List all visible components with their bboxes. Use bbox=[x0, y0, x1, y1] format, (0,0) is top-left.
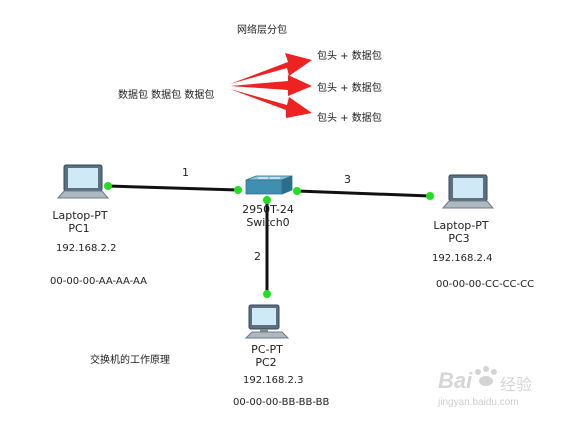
port-pc1 bbox=[104, 182, 112, 190]
laptop-icon-pc3[interactable] bbox=[441, 174, 495, 209]
pc3-ip: 192.168.2.4 bbox=[432, 253, 493, 264]
arrow-middle bbox=[230, 75, 312, 96]
links bbox=[107, 184, 431, 294]
split-arrows bbox=[230, 53, 312, 118]
port-switch-left bbox=[234, 186, 242, 194]
laptop-icon-pc1[interactable] bbox=[56, 164, 110, 199]
desktop-icon-pc2[interactable] bbox=[244, 304, 290, 339]
port-switch-right bbox=[293, 187, 301, 195]
pc3-model: Laptop-PT bbox=[433, 219, 489, 232]
link-label-2: 2 bbox=[254, 250, 261, 263]
watermark-brand: Bai bbox=[438, 368, 473, 393]
packet-3: 包头 + 数据包 bbox=[317, 113, 382, 124]
arrow-lower bbox=[230, 89, 312, 118]
packet-1: 包头 + 数据包 bbox=[317, 51, 382, 62]
pc3-name: PC3 bbox=[448, 232, 470, 245]
packet-2: 包头 + 数据包 bbox=[317, 83, 382, 94]
pc2-model: PC-PT bbox=[251, 343, 283, 356]
pc1-model: Laptop-PT bbox=[52, 209, 108, 222]
link-switch-pc3 bbox=[296, 189, 431, 198]
layer-title: 网络层分包 bbox=[237, 25, 287, 36]
switch-icon[interactable] bbox=[245, 175, 293, 195]
pc2-ip: 192.168.2.3 bbox=[243, 375, 304, 386]
link-label-1: 1 bbox=[182, 166, 189, 179]
port-pc3 bbox=[426, 192, 434, 200]
watermark-url: jingyan.baidu.com bbox=[438, 397, 519, 408]
port-pc2 bbox=[263, 290, 271, 298]
pc2-name: PC2 bbox=[255, 356, 277, 369]
pc3-mac: 00-00-00-CC-CC-CC bbox=[436, 279, 535, 290]
watermark-brand-2: 经验 bbox=[500, 377, 533, 394]
pc1-ip: 192.168.2.2 bbox=[56, 243, 117, 254]
source-packets: 数据包 数据包 数据包 bbox=[118, 90, 215, 101]
pc1-name: PC1 bbox=[68, 222, 90, 235]
port-switch-bottom bbox=[263, 196, 271, 204]
link-pc1-switch bbox=[107, 184, 239, 192]
pc2-mac: 00-00-00-BB-BB-BB bbox=[233, 397, 330, 408]
arrow-upper bbox=[230, 53, 312, 84]
ports bbox=[104, 182, 434, 298]
diagram-caption: 交换机的工作原理 bbox=[90, 355, 170, 366]
baidu-paw-logo bbox=[475, 366, 497, 386]
link-label-3: 3 bbox=[344, 173, 351, 186]
switch-name: Switch0 bbox=[246, 216, 290, 229]
pc1-mac: 00-00-00-AA-AA-AA bbox=[50, 276, 147, 287]
switch-model: 2950T-24 bbox=[242, 203, 294, 216]
